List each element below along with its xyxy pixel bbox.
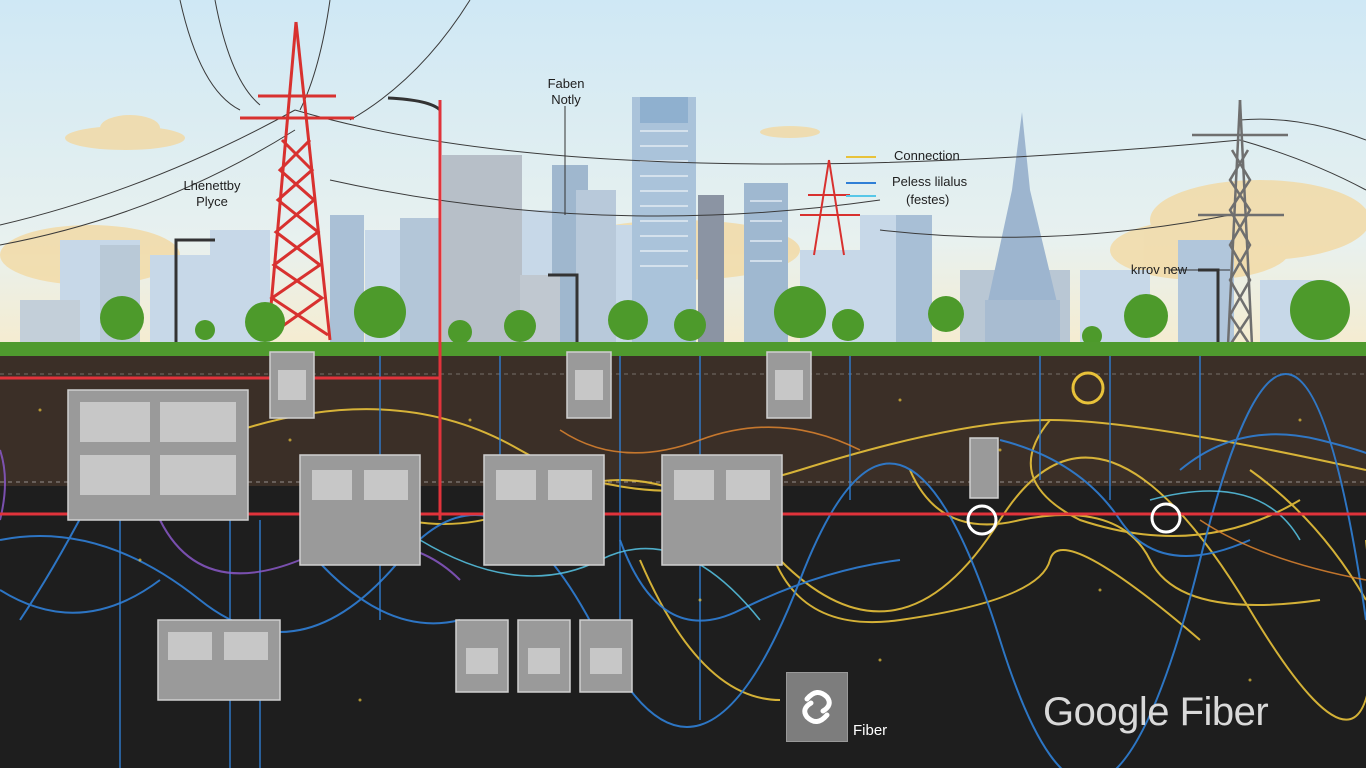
fiber-callout-line2: Notly bbox=[551, 92, 581, 107]
spire-building bbox=[985, 112, 1060, 315]
legend-swatches bbox=[846, 156, 876, 197]
fiber-swirl-icon bbox=[802, 690, 832, 724]
fiber-cables-blue bbox=[0, 372, 1366, 768]
legend-item-festes: (festes) bbox=[846, 192, 1026, 210]
legend-item-label: (festes) bbox=[906, 192, 950, 207]
splitter-box bbox=[566, 351, 612, 419]
splitter-box bbox=[969, 437, 999, 499]
ground-particles bbox=[38, 398, 1302, 702]
legend-item-label: Connection bbox=[894, 148, 960, 163]
red-transmission-tower bbox=[240, 21, 354, 341]
brand-logo-text: Google Fiber bbox=[1043, 690, 1269, 734]
legend-item-label: Peless lilalus bbox=[892, 174, 968, 189]
fiber-badge-label: Fiber bbox=[853, 722, 888, 739]
cabinet-details bbox=[80, 370, 803, 674]
right-note-label: krrov new bbox=[1130, 262, 1188, 277]
fiber-cables-orange bbox=[559, 426, 1366, 581]
legend: Connection Peless lilalus (festes) bbox=[846, 148, 1026, 210]
fiber-callout-label: Faben Notly bbox=[530, 76, 602, 108]
legend-item-connection: Connection bbox=[846, 148, 1026, 174]
tower-building bbox=[442, 155, 522, 345]
cable-coils bbox=[966, 371, 1182, 536]
tower-label-line1: Lhenettby bbox=[183, 178, 241, 193]
tower-label-line2: Plyce bbox=[196, 194, 228, 209]
fiber-callout-line1: Faben bbox=[547, 76, 585, 91]
small-red-tower bbox=[800, 159, 860, 256]
grass-strip bbox=[0, 342, 1366, 356]
trees bbox=[100, 280, 1350, 346]
tower-label: Lhenettby Plyce bbox=[172, 178, 252, 210]
callout-pointers bbox=[564, 106, 1230, 271]
building-windows bbox=[640, 130, 782, 267]
legend-item-lines: Peless lilalus bbox=[846, 174, 1026, 192]
grey-transmission-tower bbox=[1192, 99, 1288, 346]
fiber-logo-badge bbox=[786, 672, 848, 742]
